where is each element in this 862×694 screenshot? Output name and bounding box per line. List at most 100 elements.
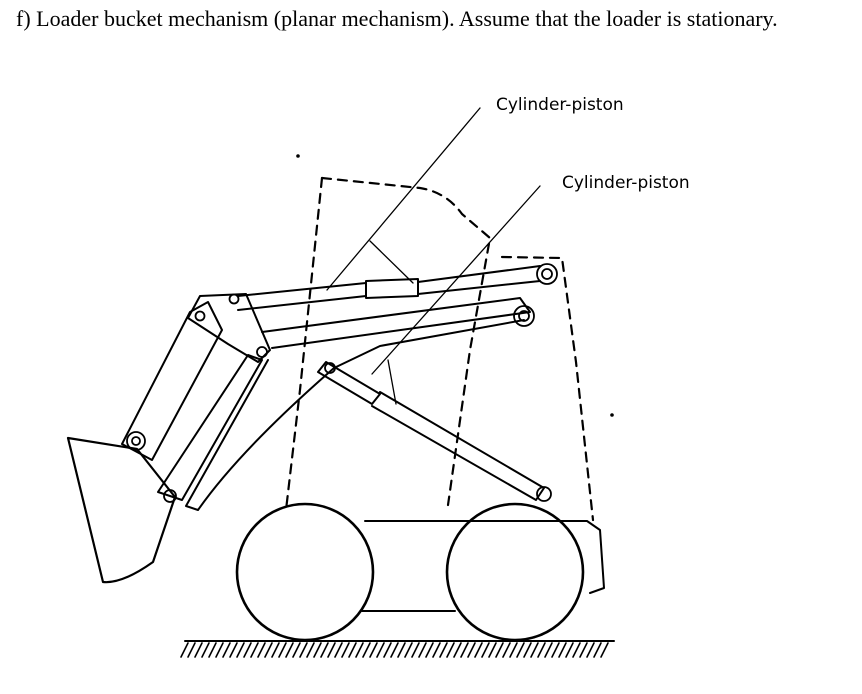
hatch-mark	[544, 642, 553, 658]
pivot-bucket-upper-inner	[131, 436, 141, 446]
leader-lines	[326, 107, 541, 405]
hatch-mark	[446, 642, 455, 658]
hatch-mark	[369, 642, 378, 658]
tilt-cylinder-body	[365, 278, 419, 299]
hatch-mark	[565, 642, 574, 658]
pivot-bucket-lower	[163, 489, 177, 503]
hatch-mark	[397, 642, 406, 658]
hatch-mark	[411, 642, 420, 658]
hatch-mark	[362, 642, 371, 658]
hatch-mark	[383, 642, 392, 658]
hatch-mark	[313, 642, 322, 658]
hatch-mark	[187, 642, 196, 658]
pivots	[126, 263, 558, 503]
hatch-mark	[418, 642, 427, 658]
hatch-mark	[432, 642, 441, 658]
hatch-mark	[327, 642, 336, 658]
pivot-tilt-cylinder-base	[536, 263, 558, 285]
hatch-mark	[243, 642, 252, 658]
hatch-mark	[600, 642, 609, 658]
lift-cylinder-body	[371, 391, 545, 501]
hatch-mark	[271, 642, 280, 658]
hatch-mark	[425, 642, 434, 658]
hatch-mark	[460, 642, 469, 658]
tilt-link	[237, 282, 367, 311]
hatch-mark	[551, 642, 560, 658]
hatch-mark	[523, 642, 532, 658]
pivot-lever-bottom	[256, 346, 268, 358]
hatch-mark	[278, 642, 287, 658]
pivot-lever-left	[194, 310, 206, 322]
leader-lower-tick	[387, 359, 397, 405]
hatch-mark	[229, 642, 238, 658]
label-cylinder-piston-upper: Cylinder-piston	[496, 95, 624, 115]
dot-mark	[296, 154, 300, 158]
chassis	[361, 520, 605, 612]
cab-left-dashed	[284, 176, 324, 512]
hatch-mark	[201, 642, 210, 658]
dot-mark	[610, 413, 614, 417]
ground-hatch	[180, 642, 609, 658]
problem-heading: f) Loader bucket mechanism (planar mecha…	[16, 6, 778, 31]
pivot-lift-arm-base	[513, 305, 535, 327]
hatch-mark	[509, 642, 518, 658]
pivot-lift-cylinder	[324, 362, 336, 374]
hatch-mark	[208, 642, 217, 658]
cab-outline-dashed	[284, 176, 595, 522]
cab-rear-dashed	[500, 255, 595, 522]
ground	[180, 640, 615, 658]
hatch-mark	[495, 642, 504, 658]
chassis-upper	[364, 520, 605, 594]
hatch-mark	[355, 642, 364, 658]
hatch-mark	[404, 642, 413, 658]
pivot-lift-cylinder-base	[536, 486, 552, 502]
pivot-lever-top	[228, 293, 240, 305]
rear-wheel	[445, 502, 585, 642]
pivot-bucket-upper	[126, 431, 146, 451]
pivot-tilt-cylinder-base-inner	[541, 268, 553, 280]
cab-front-dashed	[320, 176, 492, 507]
hatch-mark	[292, 642, 301, 658]
hatch-mark	[236, 642, 245, 658]
hatch-mark	[222, 642, 231, 658]
leader-lower	[371, 185, 541, 375]
hatch-mark	[453, 642, 462, 658]
hatch-mark	[474, 642, 483, 658]
hatch-mark	[341, 642, 350, 658]
hatch-mark	[320, 642, 329, 658]
lift-cylinder-head	[317, 361, 381, 405]
hatch-mark	[250, 642, 259, 658]
pivot-lift-arm-base-inner	[518, 310, 530, 322]
lift-arm-lower	[185, 319, 525, 511]
hatch-mark	[285, 642, 294, 658]
hatch-mark	[439, 642, 448, 658]
hatch-mark	[586, 642, 595, 658]
tilt-lever-plate	[187, 293, 271, 363]
hatch-mark	[537, 642, 546, 658]
hatch-mark	[348, 642, 357, 658]
hatch-mark	[257, 642, 266, 658]
bucket	[66, 436, 177, 584]
hatch-mark	[488, 642, 497, 658]
front-wheel	[235, 502, 375, 642]
hatch-mark	[334, 642, 343, 658]
lift-arm	[261, 297, 531, 349]
hatch-mark	[376, 642, 385, 658]
hatch-mark	[530, 642, 539, 658]
hatch-mark	[579, 642, 588, 658]
label-cylinder-piston-lower: Cylinder-piston	[562, 173, 690, 193]
hatch-mark	[215, 642, 224, 658]
bucket-lower-link	[157, 354, 263, 501]
hatch-mark	[264, 642, 273, 658]
hatch-mark	[194, 642, 203, 658]
hatch-mark	[299, 642, 308, 658]
leader-upper-tick	[369, 240, 414, 284]
hatch-mark	[558, 642, 567, 658]
hatch-mark	[467, 642, 476, 658]
hatch-mark	[516, 642, 525, 658]
bucket-link-arm	[121, 301, 223, 461]
hatch-mark	[572, 642, 581, 658]
tilt-cylinder-rod	[417, 265, 541, 295]
